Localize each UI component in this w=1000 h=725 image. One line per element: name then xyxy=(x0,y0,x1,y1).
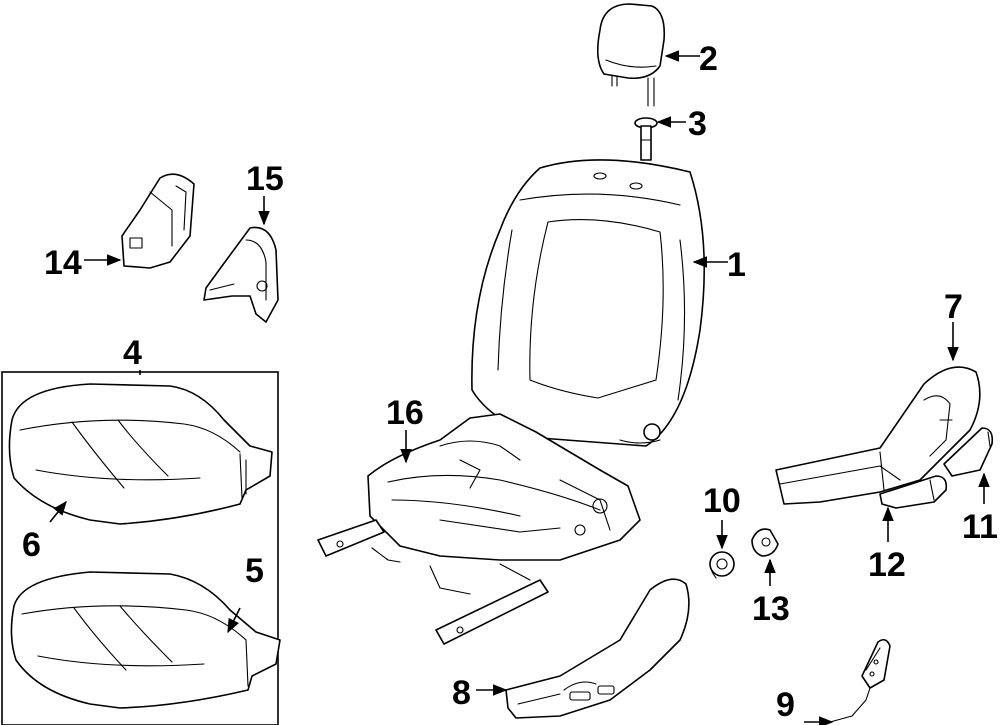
callout-15: 15 xyxy=(246,160,284,198)
callout-16: 16 xyxy=(386,394,424,432)
part-clip-13 xyxy=(751,528,779,557)
part-headrest-guide xyxy=(634,117,658,161)
callout-12: 12 xyxy=(868,546,906,584)
callout-5: 5 xyxy=(245,552,264,590)
part-side-cover xyxy=(505,578,690,719)
part-seat-back xyxy=(471,159,706,447)
part-knob-12 xyxy=(879,475,948,509)
callout-4: 4 xyxy=(123,334,142,372)
part-cushion-pad xyxy=(10,571,281,709)
part-knob-11 xyxy=(943,427,994,477)
callout-10: 10 xyxy=(703,482,741,520)
part-back-panel xyxy=(121,173,195,269)
callout-1: 1 xyxy=(727,246,746,284)
callout-labels: 1 2 3 4 5 6 7 8 9 10 11 12 13 14 15 16 xyxy=(22,40,998,724)
callout-11: 11 xyxy=(962,508,998,546)
callout-7: 7 xyxy=(944,288,963,326)
part-trim-cover xyxy=(203,226,279,323)
part-cushion-cover xyxy=(8,383,273,525)
callout-9: 9 xyxy=(776,686,795,724)
part-side-shield xyxy=(775,366,981,505)
part-headrest xyxy=(596,3,666,107)
leader-lines xyxy=(49,50,990,725)
callout-6: 6 xyxy=(22,526,41,564)
part-seat-frame xyxy=(317,413,641,645)
callout-2: 2 xyxy=(699,40,718,78)
callout-14: 14 xyxy=(44,244,82,282)
callout-8: 8 xyxy=(452,674,471,712)
part-clip-10 xyxy=(709,551,735,579)
part-harness xyxy=(829,638,891,723)
callout-3: 3 xyxy=(688,105,707,143)
callout-13: 13 xyxy=(752,590,790,628)
